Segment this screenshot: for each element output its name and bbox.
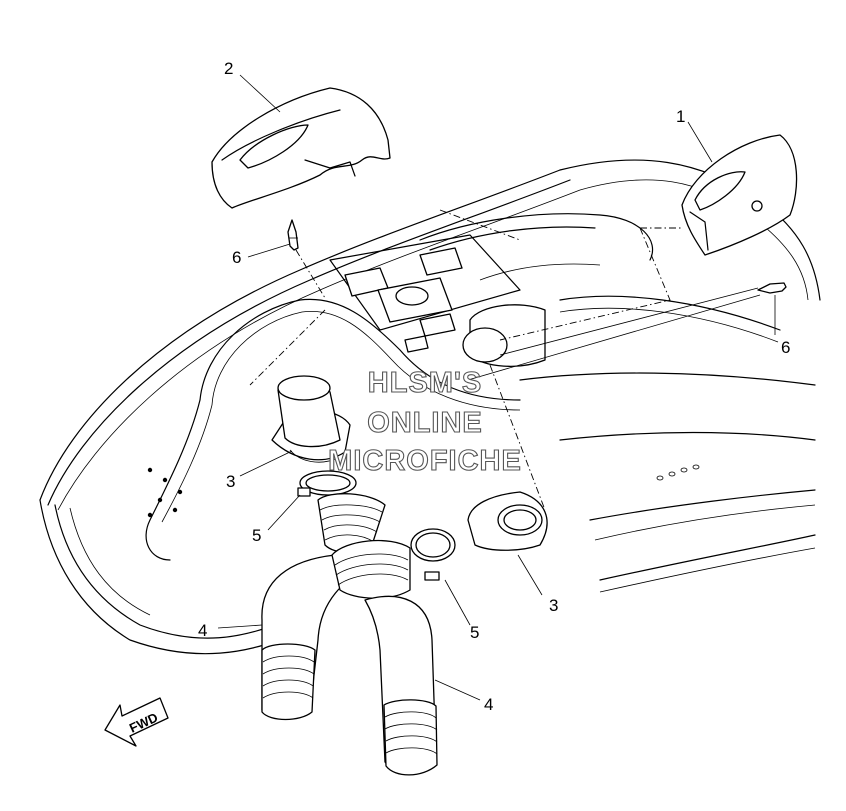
hose-right: [331, 539, 438, 776]
hose-clamp-right: [410, 528, 456, 581]
hose-left: [261, 493, 386, 721]
vent-cover-right: [681, 134, 798, 256]
assembly-lines: [249, 209, 761, 511]
watermark: HLSM'S ONLINE MICROFICHE: [328, 366, 522, 477]
hull-holes-right: [656, 464, 700, 481]
leader-lines: [217, 74, 776, 701]
hose-clamp-left: [297, 470, 357, 497]
watermark-line-2: ONLINE: [367, 407, 483, 439]
duct-flange-right: [467, 491, 548, 551]
watermark-line-1: HLSM'S: [368, 367, 482, 399]
callout-6-right: 6: [781, 338, 790, 357]
callout-6-left: 6: [232, 248, 241, 267]
callout-4-left: 4: [198, 621, 207, 640]
callout-2: 2: [224, 59, 233, 78]
screw-left: [287, 219, 299, 251]
callout-3-left: 3: [226, 472, 235, 491]
screw-right: [757, 282, 787, 294]
hull-outline: [39, 159, 821, 655]
watermark-line-3: MICROFICHE: [328, 445, 522, 477]
callout-1: 1: [676, 107, 685, 126]
forward-arrow-icon: FWD: [104, 697, 169, 747]
callout-5-right: 5: [470, 623, 479, 642]
hull-holes-left: [147, 467, 183, 518]
vent-cover-left: [211, 87, 391, 209]
callout-3-right: 3: [549, 596, 558, 615]
callout-4-right: 4: [484, 695, 493, 714]
callout-5-left: 5: [252, 526, 261, 545]
duct-flange-left: [271, 375, 351, 463]
